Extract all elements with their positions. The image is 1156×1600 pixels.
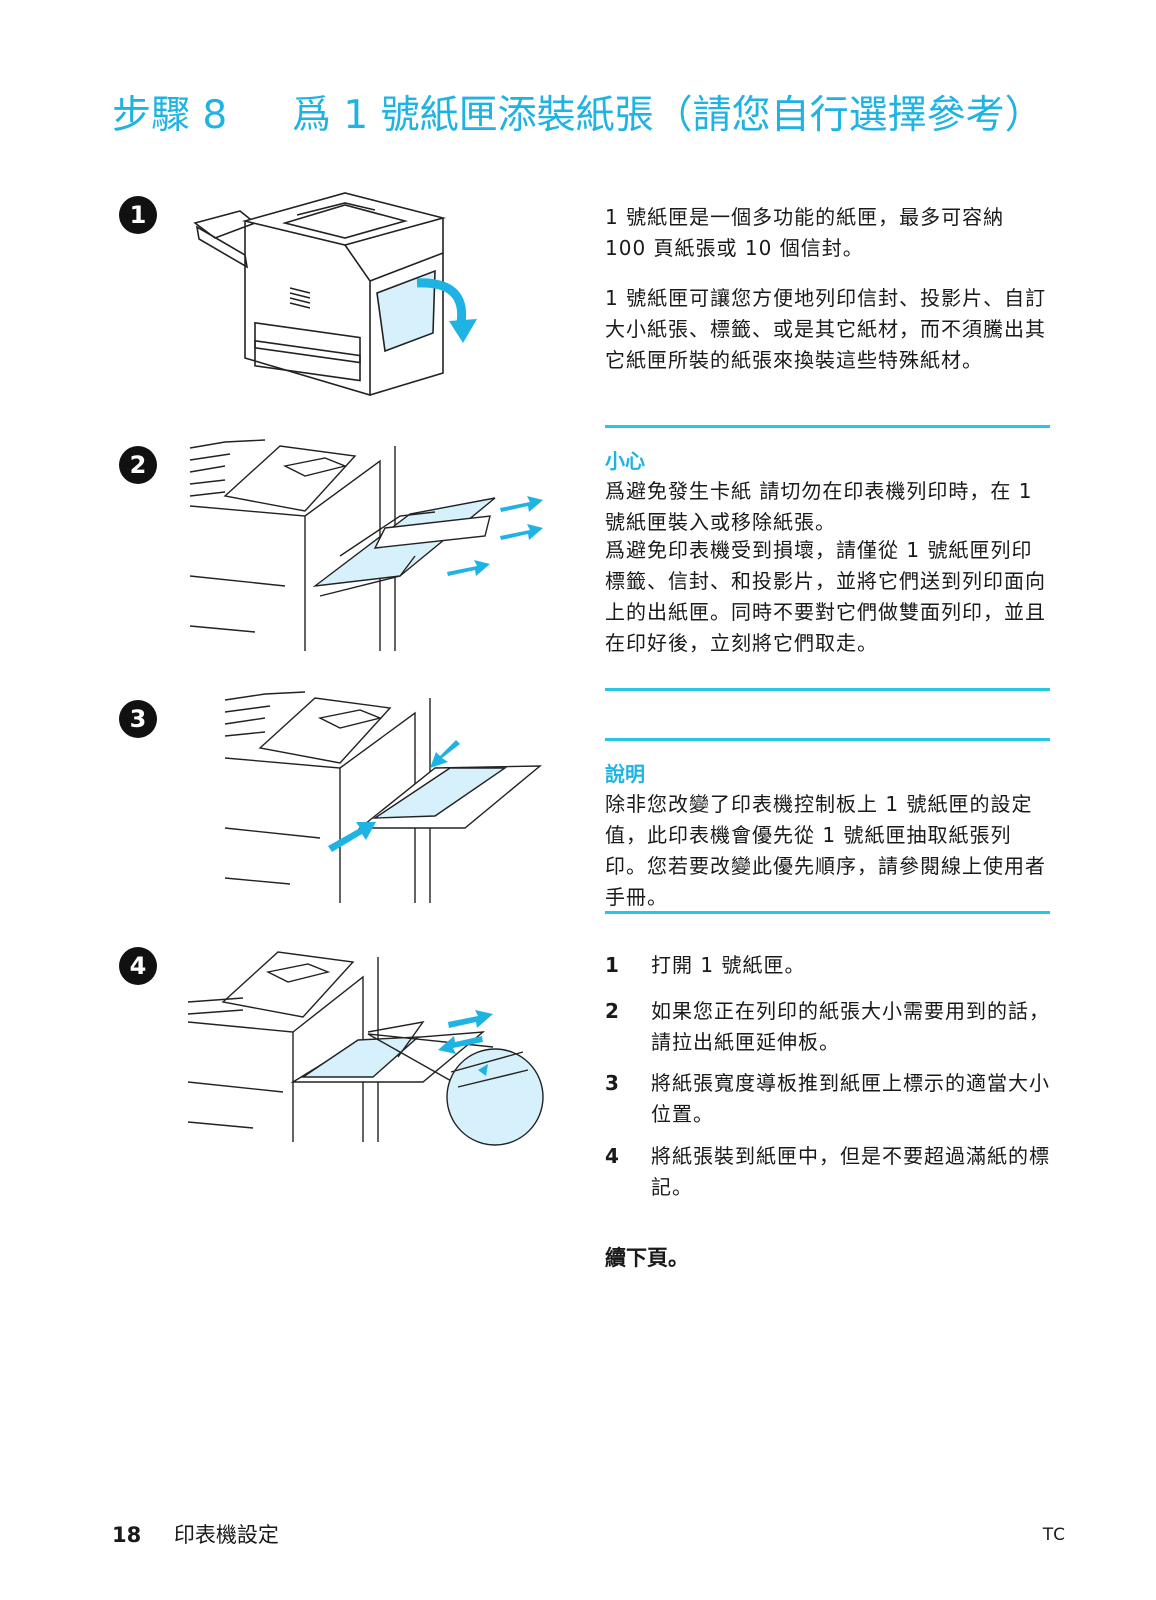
figure-number-3: 3 (119, 700, 157, 738)
caution-line-2: 爲避免印表機受到損壞，請僅從 1 號紙匣列印標籤、信封、和投影片，並將它們送到列… (605, 538, 1046, 655)
intro-paragraph-1: 1 號紙匣是一個多功能的紙匣，最多可容納 100 頁紙張或 10 個信封。 (605, 205, 1005, 260)
step-text: 打開 1 號紙匣。 (651, 953, 806, 977)
figure-printer-tray-open (185, 183, 485, 408)
note-text: 除非您改變了印表機控制板上 1 號紙匣的設定值，此印表機會優先從 1 號紙匣抽取… (605, 792, 1046, 909)
figure-paper-guides (210, 688, 550, 908)
caution-line-1: 爲避免發生卡紙 請切勿在印表機列印時，在 1 號紙匣裝入或移除紙張。 (605, 479, 1033, 534)
step-label: 步驟 8 (112, 93, 228, 138)
step-number: 2 (605, 999, 620, 1023)
step-item-2: 2 如果您正在列印的紙張大小需要用到的話，請拉出紙匣延伸板。 (605, 996, 1050, 1058)
step-number: 1 (605, 953, 620, 977)
step-number: 3 (605, 1071, 620, 1095)
step-item-3: 3 將紙張寬度導板推到紙匣上標示的適當大小位置。 (605, 1068, 1050, 1130)
language-code: TC (1042, 1525, 1066, 1545)
figure-tray-extension (185, 436, 550, 656)
figure-number-4: 4 (119, 947, 157, 985)
caution-bottom-rule (605, 688, 1050, 691)
step-text: 如果您正在列印的紙張大小需要用到的話，請拉出紙匣延伸板。 (651, 999, 1050, 1054)
note-title: 說明 (605, 762, 645, 786)
page-heading: 步驟 8 爲 1 號紙匣添裝紙張（請您自行選擇參考） (112, 86, 1116, 146)
figure-number-2: 2 (119, 446, 157, 484)
step-item-1: 1 打開 1 號紙匣。 (605, 950, 1050, 981)
step-text: 將紙張寬度導板推到紙匣上標示的適當大小位置。 (651, 1071, 1050, 1126)
footer-left: 18 印表機設定 (112, 1520, 279, 1550)
figure-number-1: 1 (119, 196, 157, 234)
caution-top-rule (605, 425, 1050, 428)
section-name: 印表機設定 (173, 1523, 279, 1547)
note-top-rule (605, 738, 1050, 741)
step-text: 將紙張裝到紙匣中，但是不要超過滿紙的標記。 (651, 1144, 1050, 1199)
intro-paragraph-2: 1 號紙匣可讓您方便地列印信封、投影片、自訂大小紙張、標籤、或是其它紙材，而不須… (605, 286, 1047, 372)
step-number: 4 (605, 1144, 620, 1168)
figure-load-paper (183, 942, 553, 1147)
page-number: 18 (112, 1523, 142, 1547)
note-bottom-rule (605, 911, 1050, 914)
step-item-4: 4 將紙張裝到紙匣中，但是不要超過滿紙的標記。 (605, 1141, 1050, 1203)
step-title: 爲 1 號紙匣添裝紙張（請您自行選擇參考） (292, 93, 1044, 138)
caution-title: 小心 (605, 449, 645, 473)
continued-on-next-page: 續下頁。 (605, 1246, 689, 1270)
